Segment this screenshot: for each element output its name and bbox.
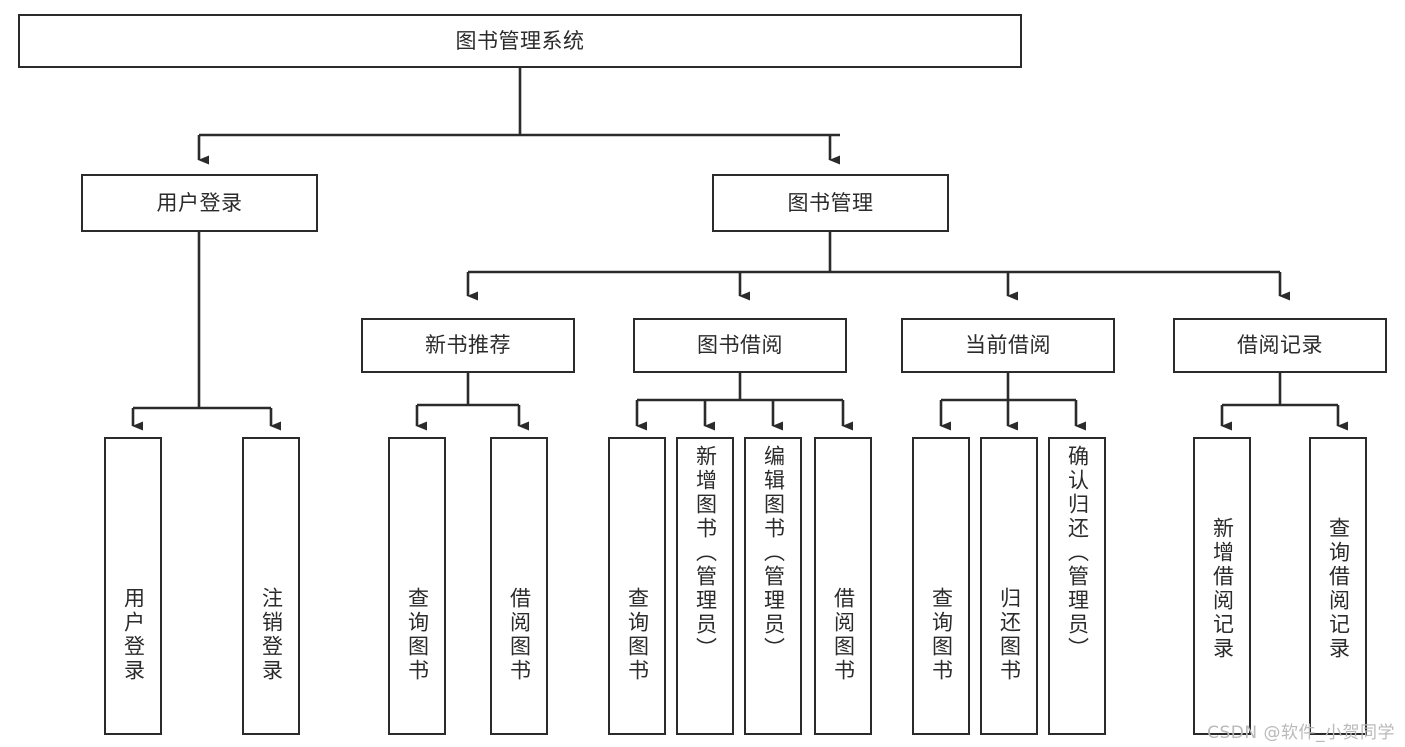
node-borrow-record-label: 借阅记录 xyxy=(1237,333,1323,358)
node-book-borrow-label: 图书借阅 xyxy=(697,333,783,358)
leaf-return-book[interactable]: 归还图书 xyxy=(980,437,1038,735)
node-new-book-recommend-label: 新书推荐 xyxy=(425,333,511,358)
node-book-management-label: 图书管理 xyxy=(787,190,874,215)
leaf-query-book-borrow-label: 查询图书 xyxy=(625,587,650,683)
leaf-query-book-current-label: 查询图书 xyxy=(929,587,954,683)
node-root[interactable]: 图书管理系统 xyxy=(18,14,1022,68)
node-borrow-record[interactable]: 借阅记录 xyxy=(1173,318,1387,373)
node-user-login-label: 用户登录 xyxy=(156,190,243,215)
node-current-borrow-label: 当前借阅 xyxy=(965,333,1051,358)
leaf-add-borrow-record-label: 新增借阅记录 xyxy=(1210,517,1235,661)
node-current-borrow[interactable]: 当前借阅 xyxy=(901,318,1115,373)
node-book-borrow[interactable]: 图书借阅 xyxy=(633,318,847,373)
leaf-add-borrow-record[interactable]: 新增借阅记录 xyxy=(1193,437,1251,735)
watermark: CSDN @软件_小贺同学 xyxy=(1207,723,1395,743)
leaf-edit-book-admin[interactable]: 编辑图书（管理员） xyxy=(744,437,802,735)
leaf-add-book-admin[interactable]: 新增图书（管理员） xyxy=(676,437,734,735)
leaf-borrow-book[interactable]: 借阅图书 xyxy=(814,437,872,735)
leaf-borrow-book-recommend[interactable]: 借阅图书 xyxy=(490,437,548,735)
leaf-edit-book-admin-label: 编辑图书（管理员） xyxy=(761,445,786,661)
leaf-confirm-return-admin-label: 确认归还（管理员） xyxy=(1065,445,1090,661)
leaf-borrow-book-recommend-label: 借阅图书 xyxy=(507,587,532,683)
leaf-borrow-book-label: 借阅图书 xyxy=(831,587,856,683)
leaf-logout-label: 注销登录 xyxy=(259,587,284,683)
leaf-query-book-recommend[interactable]: 查询图书 xyxy=(388,437,446,735)
leaf-query-book-current[interactable]: 查询图书 xyxy=(912,437,970,735)
leaf-query-book-borrow[interactable]: 查询图书 xyxy=(608,437,666,735)
leaf-query-borrow-record-label: 查询借阅记录 xyxy=(1326,517,1351,661)
node-new-book-recommend[interactable]: 新书推荐 xyxy=(361,318,575,373)
leaf-user-login-label: 用户登录 xyxy=(121,587,146,683)
leaf-user-login[interactable]: 用户登录 xyxy=(104,437,162,735)
leaf-return-book-label: 归还图书 xyxy=(997,587,1022,683)
leaf-add-book-admin-label: 新增图书（管理员） xyxy=(693,445,718,661)
leaf-logout[interactable]: 注销登录 xyxy=(242,437,300,735)
leaf-query-borrow-record[interactable]: 查询借阅记录 xyxy=(1309,437,1367,735)
node-user-login[interactable]: 用户登录 xyxy=(81,174,318,232)
leaf-confirm-return-admin[interactable]: 确认归还（管理员） xyxy=(1048,437,1106,735)
leaf-query-book-recommend-label: 查询图书 xyxy=(405,587,430,683)
node-book-management[interactable]: 图书管理 xyxy=(712,174,949,232)
node-root-label: 图书管理系统 xyxy=(455,28,585,53)
